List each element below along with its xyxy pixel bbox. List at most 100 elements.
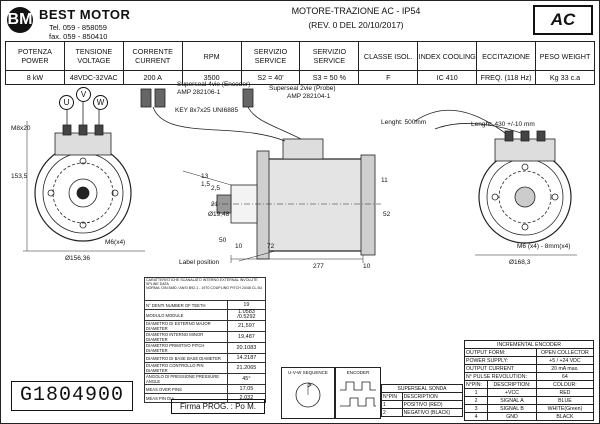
designer-signature: Firma PROG. : Po M. bbox=[171, 399, 265, 414]
encoder-table-title: INCREMENTAL ENCODER bbox=[464, 340, 594, 349]
spline-row-value: 2.032 bbox=[226, 393, 267, 403]
spec-value-insulation: F bbox=[358, 70, 419, 85]
encoder-header-colour: COLOUR: bbox=[535, 380, 595, 389]
motor-length-dimension: 277 bbox=[313, 263, 324, 270]
probe-table-title: SUPERSEAL SONDA bbox=[381, 384, 463, 393]
spec-header-service-s2: SERVIZIO SERVICE bbox=[240, 41, 301, 71]
encoder-spec-value: +5 / +24 VDC bbox=[535, 356, 595, 365]
encoder-spec-label: N° PULSE REVOLUTION: bbox=[464, 372, 537, 381]
probe-connector-label: Superseal 2vie (Probe) bbox=[269, 85, 336, 92]
encoder-pin-colour: RED bbox=[535, 388, 595, 397]
encoder-spec-value: 64 bbox=[535, 372, 595, 381]
sequence-label: U-V-W SEQUENCE bbox=[288, 370, 328, 375]
side-dim-2-5: 2,5 bbox=[211, 185, 221, 192]
probe-header-pin: N°PIN bbox=[381, 392, 403, 401]
logo-mark-icon: BM bbox=[7, 7, 33, 33]
side-dim-52: 52 bbox=[383, 211, 391, 218]
encoder-header-pin: N°PIN: bbox=[463, 380, 489, 389]
probe-pin-description: NEGATIVO (BLACK) bbox=[401, 408, 464, 417]
side-dim-10-rear: 10 bbox=[363, 263, 371, 270]
spline-table-title-text: CARATTERISTICHE SCANALATO INTERNO EXTERN… bbox=[146, 278, 258, 287]
cable-length-500: Lenght: 500mm bbox=[381, 119, 427, 126]
spline-table-norm: NORMA: DIN 5480 / ANSI B92.1 - 1970 COUP… bbox=[146, 286, 263, 291]
encoder-pin-description: +VCC bbox=[487, 388, 537, 397]
spline-row-label: MODULO MODULE bbox=[144, 309, 228, 321]
phase-u-label: U bbox=[59, 95, 74, 110]
key-specification: KEY 8x7x25 UNI6885 bbox=[175, 107, 239, 114]
spec-value-weight: Kg 33 c.a bbox=[535, 70, 595, 85]
phase-w-label: W bbox=[93, 95, 108, 110]
encoder-spec-value: OPEN COLLECTOR bbox=[535, 348, 595, 357]
spline-row-label: MEAS OVER PINS bbox=[144, 384, 228, 394]
encoder-pin-number: 2 bbox=[463, 396, 489, 405]
encoder-spec-value: 20 mA max. bbox=[535, 364, 595, 373]
spec-header-rpm: RPM bbox=[181, 41, 242, 71]
spec-value-service-s3: S3 = 50 % bbox=[299, 70, 360, 85]
encoder-pin-colour: BLUE bbox=[535, 396, 595, 405]
encoder-spec-label: OUTPUT CURRENT bbox=[464, 364, 537, 373]
spec-value-cooling: IC 410 bbox=[417, 70, 478, 85]
probe-pin-number: 1 bbox=[381, 400, 403, 409]
spec-header-excitation: ECCITAZIONE bbox=[476, 41, 537, 71]
spline-row-label: N° DENTI NUMBER OF TEETH bbox=[144, 300, 228, 310]
document-revision: (REV. 0 DEL 20/10/2017) bbox=[308, 20, 404, 30]
side-dim-11: 11 bbox=[381, 177, 388, 184]
cable-length-430: Lenght: 430 +/-10 mm bbox=[471, 121, 535, 128]
spline-row-value: 1.0583 /0.5292 bbox=[226, 309, 267, 321]
spec-header-voltage: TENSIONE VOLTAGE bbox=[63, 41, 124, 71]
probe-header-description: DESCRIPTION bbox=[401, 392, 464, 401]
rear-diameter-dimension: Ø168,3 bbox=[509, 259, 531, 266]
encoder-spec-table: INCREMENTAL ENCODER OUTPUT FORM:OPEN COL… bbox=[463, 340, 595, 421]
spline-row-value: 21,597 bbox=[226, 320, 267, 332]
label-position-callout: Label position bbox=[179, 259, 220, 266]
spec-value-voltage: 48VDC-32VAC bbox=[63, 70, 124, 85]
spline-row-value: 19,487 bbox=[226, 331, 267, 343]
spline-row-label: DIAMETRO DI ESTERNO MAJOR DIAMETER bbox=[144, 320, 228, 332]
encoder-pin-number: 4 bbox=[463, 412, 489, 421]
spline-row-value: 45° bbox=[226, 373, 267, 385]
side-dim-21: 21 bbox=[211, 201, 219, 208]
phase-v-label: V bbox=[76, 87, 91, 102]
spec-header-service-s3: SERVIZIO SERVICE bbox=[299, 41, 360, 71]
spec-header-power: POTENZA POWER bbox=[5, 41, 65, 71]
spline-table-title: CARATTERISTICHE SCANALATO INTERNO EXTERN… bbox=[144, 277, 266, 301]
front-bolt-dimension: M6(x4) bbox=[105, 239, 126, 246]
company-fax: fax. 059 - 850410 bbox=[49, 32, 108, 41]
side-dim-50: 50 bbox=[219, 237, 227, 244]
spec-header-current: CORRENTE CURRENT bbox=[122, 41, 183, 71]
motor-drawing-svg bbox=[23, 88, 577, 263]
rear-view bbox=[414, 109, 577, 256]
front-view bbox=[23, 101, 145, 252]
company-name: BEST MOTOR bbox=[39, 7, 131, 22]
encoder-diagram-label: ENCODER bbox=[346, 370, 370, 375]
spec-header-insulation: CLASSE ISOL. bbox=[358, 41, 419, 71]
spec-value-power: 8 kW bbox=[5, 70, 65, 85]
spline-row-label: DIAMETRO INTERNO MINOR DIAMETER bbox=[144, 331, 228, 343]
encoder-pin-number: 1 bbox=[463, 388, 489, 397]
spec-header-weight: PESO WEIGHT bbox=[535, 41, 595, 71]
motor-drawing-area: U V W M8x20 153,5 M6(x4) Ø156,36 Superse… bbox=[5, 81, 595, 273]
side-view bbox=[140, 88, 381, 263]
encoder-pin-colour: BLACK bbox=[535, 412, 595, 421]
spline-data-table: CARATTERISTICHE SCANALATO INTERNO EXTERN… bbox=[144, 277, 267, 403]
ac-badge: AC bbox=[533, 5, 593, 35]
side-dim-1-5: 1,5 bbox=[201, 181, 211, 188]
side-dim-10: 10 bbox=[235, 243, 243, 250]
spline-row-value: 21.2065 bbox=[226, 362, 267, 374]
probe-pin-description: POSITIVO (RED) bbox=[401, 400, 464, 409]
front-terminal-dimension: M8x20 bbox=[11, 125, 31, 132]
spline-row-value: 20.1083 bbox=[226, 342, 267, 354]
drawing-code: G1804900 bbox=[11, 381, 133, 411]
